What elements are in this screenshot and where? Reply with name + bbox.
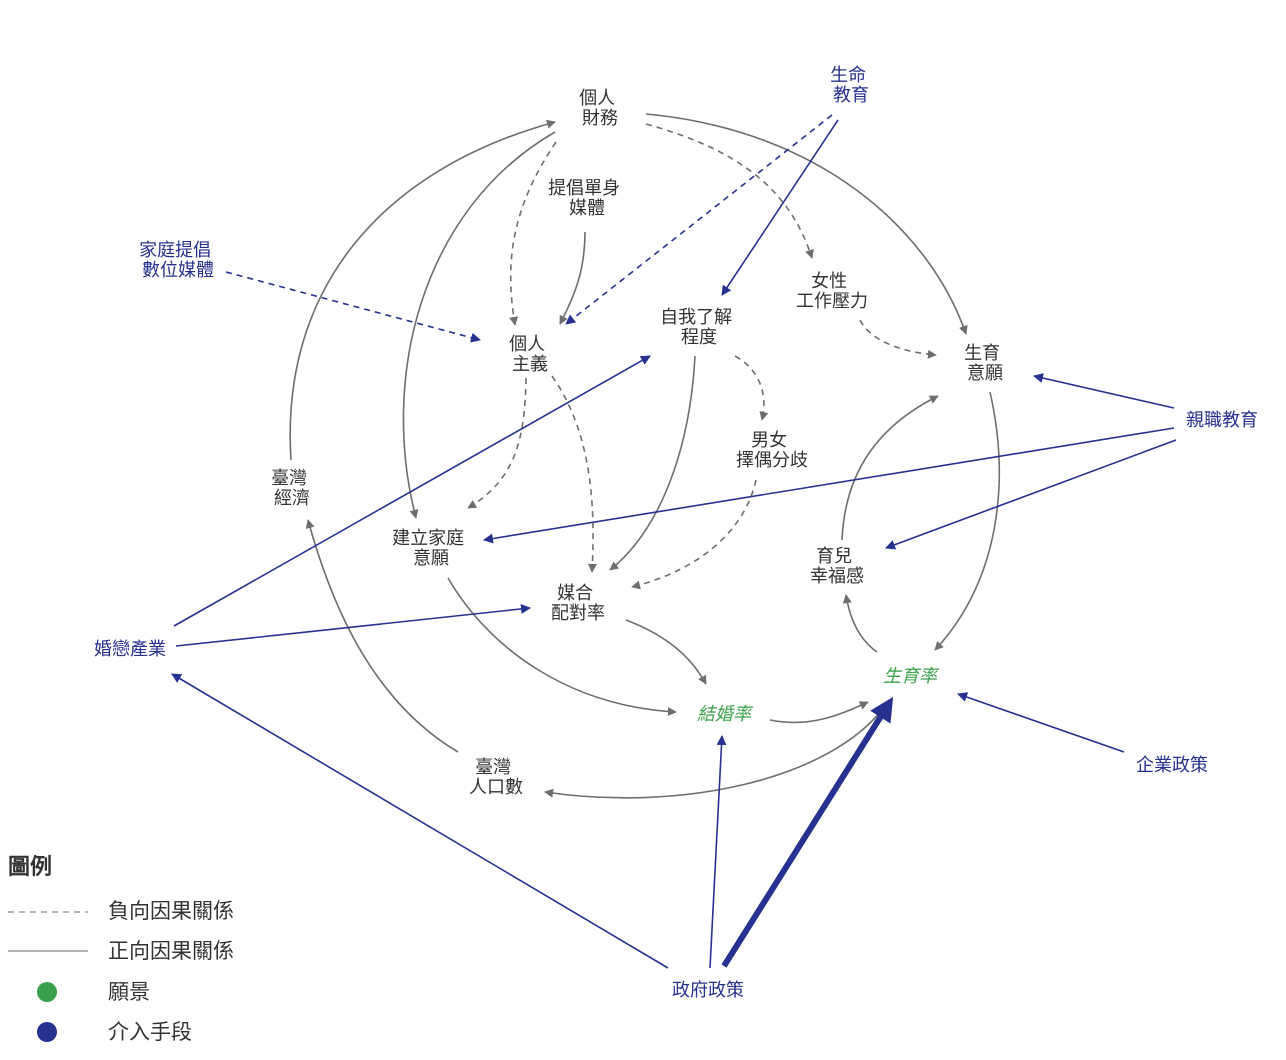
node-family-media: 家庭提倡 數位媒體 (139, 240, 217, 281)
legend-positive-label: 正向因果關係 (108, 939, 234, 963)
legend-negative-label: 負向因果關係 (108, 899, 234, 923)
edge-rate-to-happiness (842, 594, 878, 653)
edge-individualism-to-family-will (467, 377, 527, 509)
edge-corporate-to-fertility-rate (957, 692, 1125, 753)
legend-intervention-dot (37, 1022, 57, 1042)
node-matching-rate: 媒合 配對率 (551, 583, 605, 624)
edge-family-will-to-marriage (447, 577, 677, 717)
edge-finance-to-work-pressure (645, 123, 814, 259)
node-corporate-policy: 企業政策 (1136, 755, 1208, 776)
edge-work-pressure-to-fertility-will (859, 319, 937, 359)
node-life-education: 生命 教育 (830, 65, 872, 106)
edge-dating-to-self (173, 355, 651, 627)
nodes: 個人 財務 生命 教育 提倡單身 媒體 家庭提倡 數位媒體 個人 主義 自我了解… (94, 65, 1258, 1001)
node-dating-industry: 婚戀產業 (94, 639, 166, 660)
legend-vision-label: 願景 (108, 980, 150, 1004)
edge-parenting-to-fertility-will (1033, 373, 1175, 409)
node-single-media: 提倡單身 媒體 (548, 178, 626, 219)
node-marriage-rate: 結婚率 (697, 704, 754, 725)
edge-parenting-to-family-will (483, 427, 1175, 544)
edge-fertility-rate-to-population (544, 705, 886, 799)
node-mate-divergence: 男女 擇偶分歧 (736, 430, 808, 471)
node-fertility-rate: 生育率 (883, 666, 940, 687)
node-self-understanding: 自我了解 程度 (660, 307, 738, 348)
edge-gov-to-marriage (709, 735, 727, 969)
node-personal-finance: 個人 財務 (579, 88, 621, 129)
legend-vision-dot (37, 982, 57, 1002)
edge-life-edu-to-individualism (565, 114, 833, 325)
edge-finance-to-individualism (509, 141, 557, 326)
node-fertility-will: 生育 意願 (964, 343, 1006, 384)
edge-self-to-matching (609, 355, 696, 571)
node-female-work-pressure: 女性 工作壓力 (796, 271, 868, 312)
legend-title: 圖例 (8, 855, 52, 880)
edge-life-edu-to-self (721, 119, 839, 296)
edge-gov-to-fertility-rate (721, 696, 894, 968)
node-individualism: 個人 主義 (509, 334, 551, 375)
edge-population-to-economy (305, 519, 459, 753)
edge-matching-to-marriage (625, 619, 707, 685)
positive-causal-edges (289, 113, 1001, 799)
edge-fertility-will-to-rate (934, 391, 1001, 651)
node-taiwan-population: 臺灣 人口數 (469, 757, 523, 798)
node-parenting-education: 親職教育 (1186, 410, 1258, 431)
intervention-edges (171, 114, 1177, 969)
edge-individualism-to-matching (551, 375, 597, 573)
edge-self-to-divergence (734, 355, 769, 421)
node-taiwan-economy: 臺灣 經濟 (271, 468, 313, 509)
edge-gov-to-dating (171, 673, 669, 969)
edge-single-media-to-individualism (559, 231, 586, 325)
legend: 圖例 負向因果關係 正向因果關係 願景 介入手段 (8, 855, 234, 1044)
node-government-policy: 政府政策 (672, 980, 744, 1001)
legend-intervention-label: 介入手段 (108, 1020, 192, 1044)
edge-family-media-to-individualism (225, 271, 481, 343)
edge-marriage-to-fertility-rate (769, 701, 869, 724)
node-family-will: 建立家庭 意願 (392, 528, 470, 569)
edge-finance-to-family-will (402, 131, 556, 519)
edge-dating-to-matching (175, 603, 531, 647)
node-childcare-happiness: 育兒 幸福感 (810, 546, 864, 587)
edge-economy-to-finance (289, 119, 556, 461)
negative-causal-edges (467, 123, 937, 590)
edge-happiness-to-fertility-will (841, 395, 939, 541)
edge-divergence-to-matching (631, 479, 757, 590)
edge-finance-to-fertility-will (645, 113, 968, 335)
edge-parenting-to-happiness (885, 439, 1177, 550)
